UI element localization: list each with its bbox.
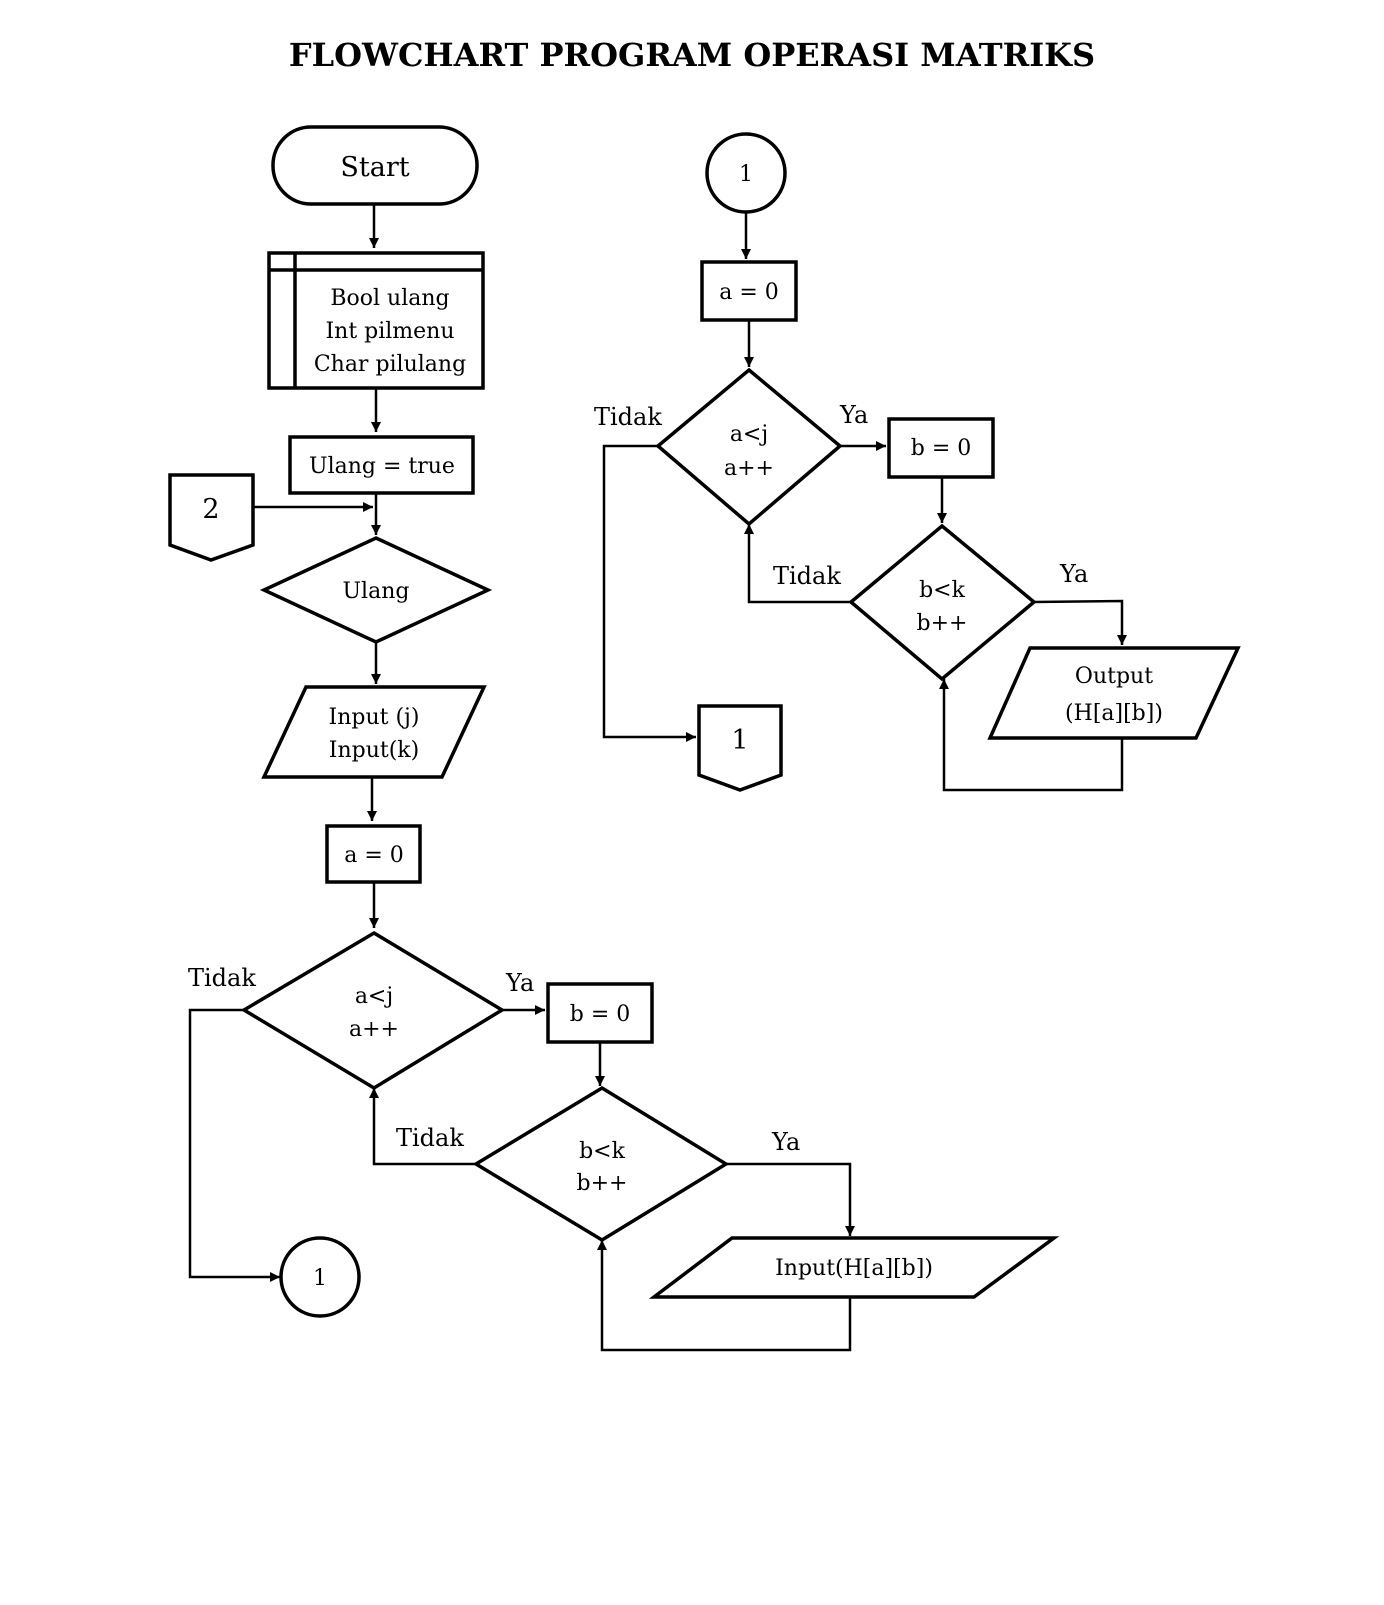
b-init-process-right (887, 417, 995, 479)
a-init-label-right: a = 0 (719, 280, 779, 305)
input-jk-line-1: Input (j) (329, 705, 420, 730)
loop-decision-label: Ulang (343, 579, 410, 604)
input-matrix-label: Input(H[a][b]) (775, 1256, 933, 1281)
arrow-b-yes-to-output (1033, 599, 1127, 645)
output-line-2: (H[a][b]) (1065, 701, 1163, 726)
a-condition-line-2-right: a++ (724, 456, 774, 481)
init-process (288, 435, 475, 495)
b-condition-line-2-right: b++ (917, 611, 968, 636)
a-condition-yes-label: Ya (505, 969, 534, 997)
a-condition-line-2: a++ (349, 1017, 399, 1042)
offpage-connector-1 (697, 704, 783, 792)
b-condition-line-2: b++ (577, 1171, 628, 1196)
arrow-b-no-to-a-condition-right (744, 524, 851, 604)
arrow-a-no-to-offpage-connector1 (602, 444, 696, 742)
b-condition-no-label: Tidak (396, 1124, 464, 1152)
arrow-input-matrix-loop-back (597, 1240, 852, 1352)
init-label: Ulang = true (309, 454, 455, 479)
arrow-b-no-to-a-condition (369, 1088, 476, 1166)
declaration-line-1: Bool ulang (330, 286, 449, 311)
output-data (987, 646, 1241, 740)
onpage-connector-1-in (705, 132, 787, 214)
b-condition-yes-label: Ya (771, 1128, 800, 1156)
a-condition-yes-label-right: Ya (839, 401, 868, 429)
start-terminator (271, 125, 479, 206)
declaration-line-2: Int pilmenu (325, 319, 454, 344)
arrow-b-yes-to-input-matrix (726, 1162, 855, 1236)
loop-decision (259, 536, 493, 644)
b-condition-decision-right (848, 523, 1037, 682)
a-init-label: a = 0 (344, 843, 404, 868)
page-title: FLOWCHART PROGRAM OPERASI MATRIKS (288, 36, 1096, 74)
b-init-label-right: b = 0 (911, 436, 972, 461)
a-condition-line-1-right: a<j (730, 422, 768, 447)
a-init-process-right (700, 260, 798, 322)
b-condition-no-label-right: Tidak (773, 562, 841, 590)
declaration-box (267, 251, 485, 390)
right-flow-lines (602, 212, 1127, 792)
input-jk-data (261, 685, 487, 779)
a-condition-line-1: a<j (355, 984, 393, 1009)
b-condition-yes-label-right: Ya (1059, 560, 1088, 588)
a-condition-decision (240, 930, 506, 1091)
b-condition-line-1-right: b<k (919, 578, 966, 603)
b-init-process (546, 982, 654, 1044)
start-label: Start (340, 152, 409, 183)
a-init-process (325, 824, 422, 884)
onpage-connector-1-out (279, 1236, 361, 1318)
output-line-1: Output (1075, 664, 1153, 689)
input-matrix-data (648, 1236, 1060, 1299)
a-condition-no-label-right: Tidak (594, 403, 662, 431)
declaration-line-3: Char pilulang (314, 352, 466, 377)
b-condition-line-1: b<k (579, 1139, 626, 1164)
b-condition-decision (472, 1085, 730, 1243)
left-flow-lines (188, 204, 855, 1352)
onpage-connector-1-in-label: 1 (739, 162, 753, 187)
offpage-connector-1-label: 1 (731, 725, 748, 756)
offpage-connector-2 (168, 473, 255, 562)
arrow-output-loop-back (939, 679, 1124, 792)
input-jk-line-2: Input(k) (329, 738, 419, 763)
offpage-connector-2-label: 2 (202, 494, 219, 525)
b-init-label: b = 0 (570, 1002, 631, 1027)
a-condition-no-label: Tidak (188, 964, 256, 992)
onpage-connector-1-out-label: 1 (313, 1266, 327, 1291)
arrow-a-no-to-connector1 (188, 1008, 280, 1282)
a-condition-decision-right (655, 367, 843, 527)
